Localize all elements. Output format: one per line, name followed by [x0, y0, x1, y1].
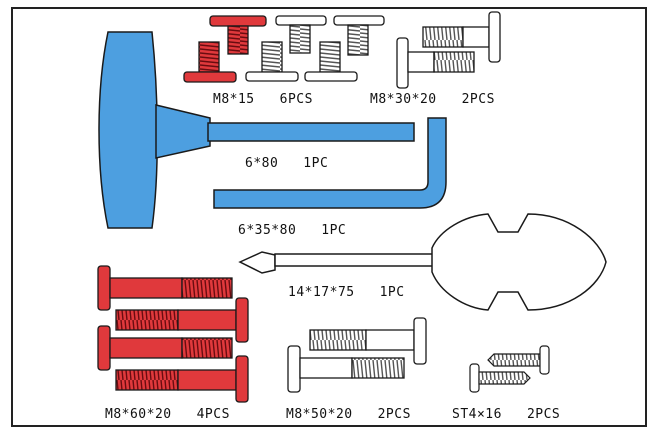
- wrench-handle: [431, 213, 607, 311]
- t-handle-grip: [98, 31, 159, 229]
- m8x30x20-bolt-2: [396, 37, 475, 89]
- m8x15-bolt-red-up: [209, 15, 267, 55]
- st4x16-screw-1: [487, 345, 550, 375]
- m8x15-bolt-white-3: [245, 41, 299, 82]
- m8x60x20-bolt-3: [97, 325, 233, 371]
- label-screwdriver-14x17x75: 14*17*75 1PC: [288, 285, 405, 300]
- m8x15-bolt-white-4: [304, 41, 358, 82]
- m8x60x20-bolt-2: [115, 297, 249, 343]
- screwdriver-wrench: [238, 213, 607, 311]
- screwdriver-shaft: [274, 253, 436, 267]
- m8x50x20-bolts: [287, 317, 427, 393]
- m8x50x20-bolt-1: [309, 317, 427, 365]
- label-m8x50x20: M8*50*20 2PCS: [286, 407, 411, 422]
- label-m8x60x20: M8*60*20 4PCS: [105, 407, 230, 422]
- m8x60x20-bolt-4: [115, 355, 249, 403]
- t-handle-hex-key: [98, 31, 415, 229]
- m8x15-bolt-red-down: [183, 41, 237, 83]
- m8x30x20-bolts: [396, 11, 501, 89]
- m8x30x20-bolt-1: [422, 11, 501, 63]
- st4x16-screw-2: [469, 363, 531, 393]
- m8x50x20-bolt-2: [287, 345, 405, 393]
- label-m8x30x20: M8*30*20 2PCS: [370, 92, 495, 107]
- m8x15-bolt-white-2: [333, 15, 385, 56]
- allen-l-key: [213, 117, 447, 209]
- label-st4x16: ST4×16 2PCS: [452, 407, 561, 422]
- m8x60x20-bolts: [97, 265, 249, 403]
- label-m8x15: M8*15 6PCS: [213, 92, 313, 107]
- m8x15-bolt-white-1: [275, 15, 327, 54]
- m8x60x20-bolt-1: [97, 265, 233, 311]
- label-hex-6x80: 6*80 1PC: [245, 156, 329, 171]
- t-handle-neck: [155, 104, 211, 159]
- m8x15-bolts: [183, 15, 385, 83]
- t-handle-shaft: [207, 122, 415, 142]
- label-allen-6x35x80: 6*35*80 1PC: [238, 223, 347, 238]
- st4x16-screws: [469, 345, 550, 393]
